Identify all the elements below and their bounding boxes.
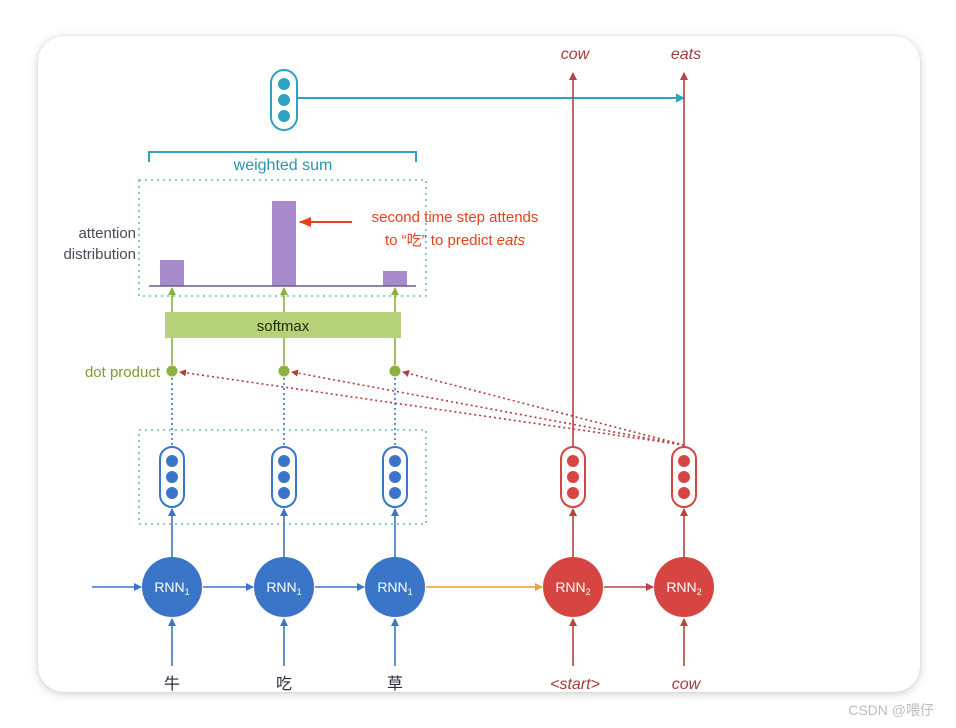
svg-text:RNN1: RNN1	[154, 579, 189, 597]
attention-label-line2: distribution	[63, 246, 136, 263]
encoder-hidden-2	[271, 446, 297, 508]
decoder-output-1: cow	[561, 46, 591, 63]
watermark: CSDN @喂仔	[848, 702, 934, 718]
annotation-line1: second time step attends	[372, 209, 539, 226]
annotation-line2: to “吃” to predict eats	[385, 232, 526, 249]
decoder-input-1: <start>	[550, 676, 600, 693]
attention-box	[138, 179, 427, 297]
encoder-input-1: 牛	[164, 675, 180, 693]
encoder-hidden-1	[159, 446, 185, 508]
attention-bar-3	[383, 271, 407, 286]
weighted-sum-bracket	[148, 151, 417, 162]
decoder-rnn-cell-2: RNN2	[654, 557, 714, 617]
weighted-sum-label: weighted sum	[233, 157, 333, 174]
encoder-input-3: 草	[387, 675, 403, 693]
svg-text:RNN1: RNN1	[377, 579, 412, 597]
attention-query-line-1	[179, 369, 685, 446]
softmax-label: softmax	[257, 318, 310, 335]
attention-bar-1	[160, 260, 184, 286]
dot-product-node-2	[278, 365, 290, 377]
dot-product-label: dot product	[85, 364, 161, 381]
attention-bar-2	[272, 201, 296, 286]
decoder-input-2: cow	[672, 676, 702, 693]
decoder-hidden-1	[560, 446, 586, 508]
attention-query-line-3	[402, 370, 685, 446]
encoder-rnn-cell-3: RNN1	[365, 557, 425, 617]
encoder-hidden-3	[382, 446, 408, 508]
encoder-rnn-cell-2: RNN1	[254, 557, 314, 617]
dot-product-node-3	[389, 365, 401, 377]
softmax-box	[165, 312, 401, 338]
svg-text:RNN2: RNN2	[666, 579, 701, 597]
decoder-hidden-2	[671, 446, 697, 508]
attention-query-line-2	[291, 369, 685, 446]
encoder-rnn-cell-1: RNN1	[142, 557, 202, 617]
encoder-hidden-box	[138, 429, 427, 525]
attention-bars	[160, 201, 407, 286]
dot-product-node-1	[166, 365, 178, 377]
encoder-input-2: 吃	[276, 675, 292, 693]
decoder-rnn-cell-1: RNN2	[543, 557, 603, 617]
attention-label-line1: attention	[78, 225, 136, 242]
decoder-output-2: eats	[671, 46, 701, 63]
svg-text:RNN2: RNN2	[555, 579, 590, 597]
svg-text:RNN1: RNN1	[266, 579, 301, 597]
